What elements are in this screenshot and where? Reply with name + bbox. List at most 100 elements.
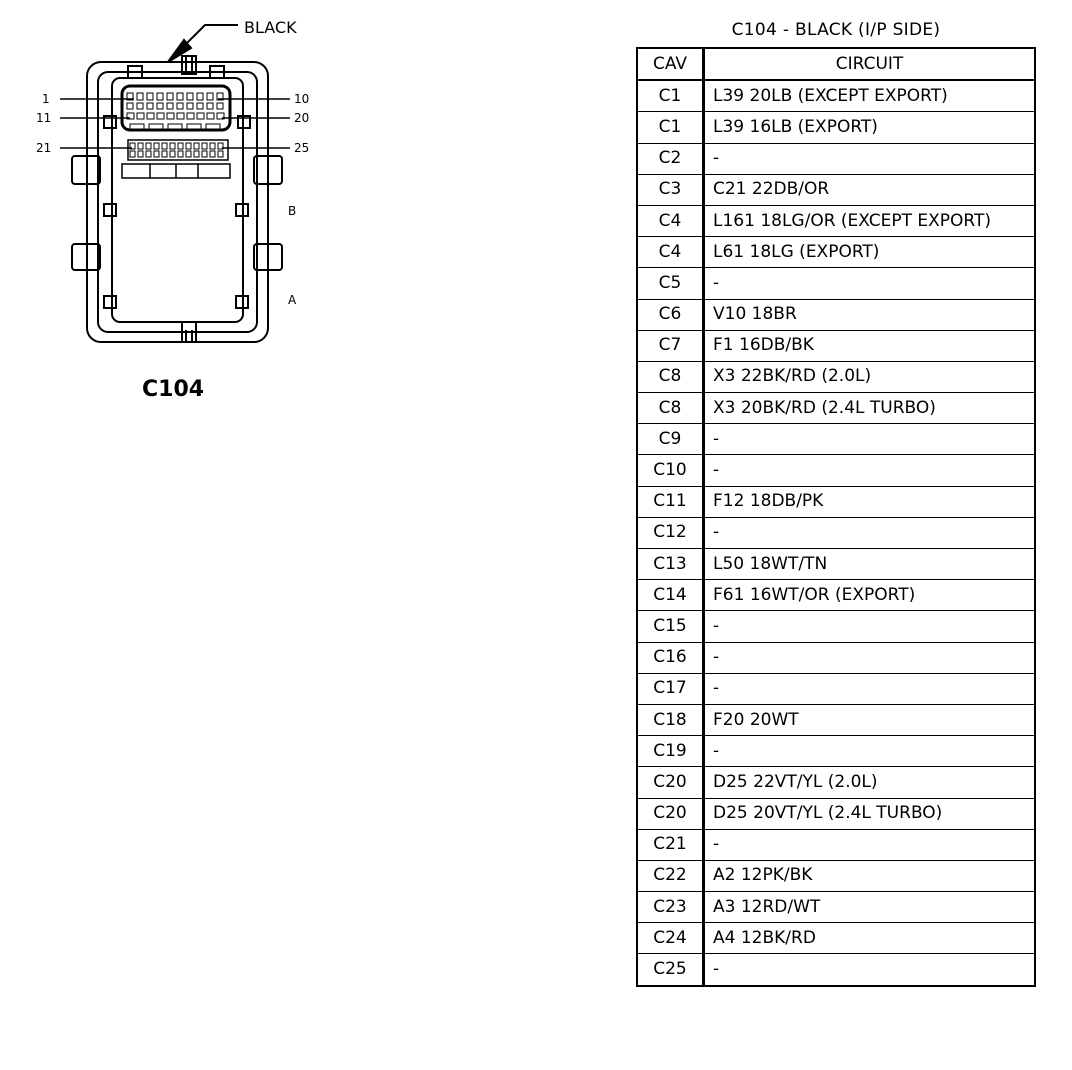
top-key <box>181 55 197 75</box>
circuit-cell: - <box>703 953 1036 987</box>
pin-cavity <box>169 150 176 158</box>
cav-cell: C2 <box>636 142 705 175</box>
pin-cavity <box>206 102 214 110</box>
pin-cavity <box>136 102 144 110</box>
cav-cell: C20 <box>636 797 705 830</box>
pin-cavity <box>169 142 176 150</box>
pin-cavity <box>186 112 195 120</box>
cav-cell: C7 <box>636 329 705 362</box>
circuit-cell: - <box>703 672 1036 705</box>
circuit-cell: F1 16DB/BK <box>703 329 1036 362</box>
pin-cavity <box>148 123 164 130</box>
cav-cell: C12 <box>636 516 705 550</box>
pin-cavity <box>186 92 194 101</box>
circuit-cell: - <box>703 423 1036 456</box>
pin-cavity <box>185 150 192 158</box>
cav-cell: C11 <box>636 485 705 518</box>
cav-cell: C9 <box>636 423 705 456</box>
pin-cavity <box>217 142 224 150</box>
pin-cavity <box>186 102 194 110</box>
cav-cell: C16 <box>636 641 705 674</box>
pin-cavity <box>209 150 216 158</box>
pin-cavity <box>161 150 168 158</box>
pin-cavity <box>201 142 208 150</box>
pin-cavity <box>217 150 224 158</box>
circuit-cell: - <box>703 267 1036 300</box>
pin-label-20: 20 <box>294 111 309 125</box>
pin-cavity <box>206 92 214 101</box>
cav-cell: C17 <box>636 672 705 705</box>
color-leader <box>167 24 238 63</box>
pin-cavity <box>156 92 164 101</box>
circuit-cell: F61 16WT/OR (EXPORT) <box>703 579 1036 612</box>
circuit-cell: L39 20LB (EXCEPT EXPORT) <box>703 79 1036 113</box>
pin-cavity <box>216 92 224 101</box>
cav-cell: C18 <box>636 703 705 737</box>
pin-cavity <box>196 112 205 120</box>
table-row: C9- <box>636 423 1036 456</box>
circuit-cell: D25 20VT/YL (2.4L TURBO) <box>703 797 1036 830</box>
cav-cell: C15 <box>636 610 705 643</box>
side-label-a: A <box>288 293 297 307</box>
pin-cavity <box>205 123 221 130</box>
circuit-cell: - <box>703 454 1036 487</box>
pin-cavity <box>153 142 160 150</box>
cav-cell: C3 <box>636 173 705 206</box>
pin-cavity <box>166 92 174 101</box>
pin-cavity <box>177 142 184 150</box>
pin-label-21: 21 <box>36 141 51 155</box>
pin-cavity <box>185 142 192 150</box>
circuit-cell: L61 18LG (EXPORT) <box>703 236 1036 269</box>
connector-inner-shell <box>97 71 258 333</box>
connector-diagram: BLACK 1 11 21 10 20 25 B A C104 <box>36 18 309 402</box>
circuit-cell: A2 12PK/BK <box>703 859 1036 893</box>
pin-cavity <box>146 112 155 120</box>
circuit-cell: C21 22DB/OR <box>703 173 1036 206</box>
pin-cavity <box>136 92 144 101</box>
table-header-row: CAV CIRCUIT <box>636 47 1036 82</box>
pin-cavity <box>153 150 160 158</box>
circuit-cell: - <box>703 828 1036 861</box>
cav-cell: C21 <box>636 828 705 861</box>
pin-cavity <box>137 150 144 158</box>
circuit-cell: X3 22BK/RD (2.0L) <box>703 360 1036 394</box>
connector-outer-shell <box>86 61 269 343</box>
pin-cavity <box>166 112 175 120</box>
pin-cavity <box>161 142 168 150</box>
pin-cavity <box>146 92 154 101</box>
pin-label-1: 1 <box>42 92 50 106</box>
circuit-cell: - <box>703 516 1036 550</box>
pin-cavity <box>201 150 208 158</box>
pin-cavity <box>196 92 204 101</box>
terminal-block <box>120 84 232 132</box>
pin-cavity <box>186 123 202 130</box>
circuit-cell: L50 18WT/TN <box>703 547 1036 581</box>
circuit-cell: F12 18DB/PK <box>703 485 1036 518</box>
pin-cavity <box>176 102 184 110</box>
pin-cavity <box>196 102 204 110</box>
cav-cell: C14 <box>636 579 705 612</box>
table-row: C16- <box>636 641 1036 674</box>
table-row: C10- <box>636 454 1036 487</box>
table-title: C104 - BLACK (I/P SIDE) <box>731 20 941 40</box>
cav-cell: C8 <box>636 392 705 425</box>
cav-cell: C8 <box>636 360 705 394</box>
cav-cell: C6 <box>636 298 705 331</box>
pin-cavity <box>156 102 164 110</box>
cav-cell: C4 <box>636 204 705 238</box>
pin-cavity <box>126 102 134 110</box>
circuit-cell: - <box>703 142 1036 175</box>
table-row: C17- <box>636 672 1036 705</box>
pin-cavity <box>126 112 135 120</box>
pin-cavity <box>129 123 145 130</box>
